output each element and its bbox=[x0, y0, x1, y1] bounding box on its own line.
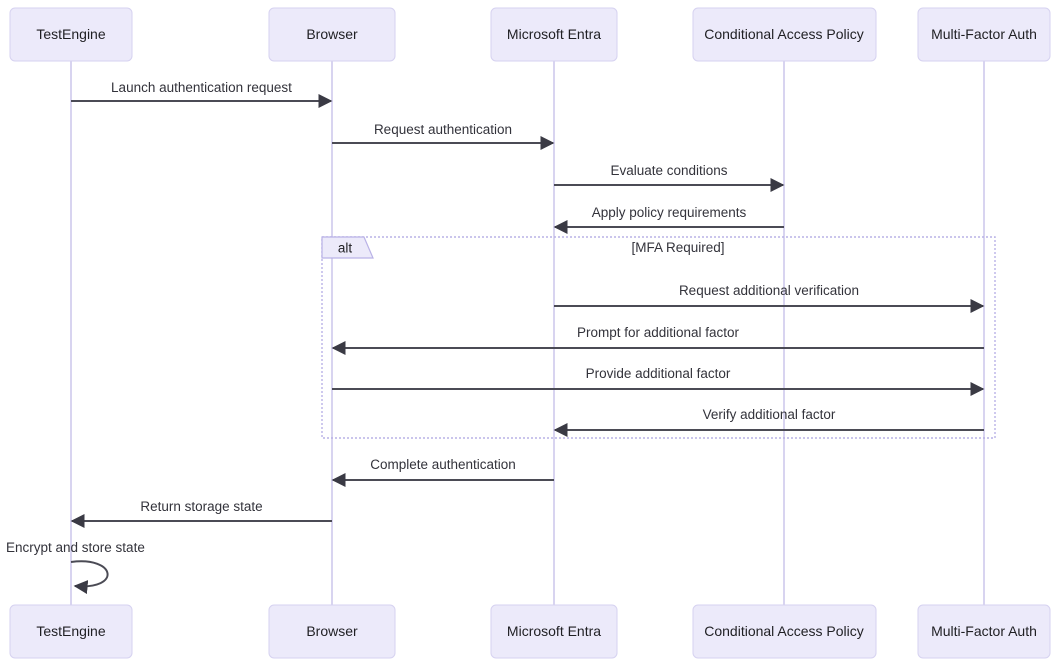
participant-testengine-top[interactable]: TestEngine bbox=[9, 7, 133, 62]
message-label: Evaluate conditions bbox=[610, 163, 727, 178]
participant-box[interactable] bbox=[917, 7, 1051, 62]
actor-boxes-bottom: TestEngine Browser Microsoft Entra Conditio… bbox=[9, 604, 1051, 659]
participant-box[interactable] bbox=[490, 604, 618, 659]
alt-fragment-group: alt [MFA Required] bbox=[321, 236, 996, 439]
alt-fragment-border bbox=[321, 236, 996, 439]
message-label: Return storage state bbox=[140, 499, 262, 514]
message-m6: Prompt for additional factor bbox=[331, 325, 984, 355]
message-m7: Provide additional factor bbox=[332, 366, 985, 396]
message-label: Provide additional factor bbox=[586, 366, 731, 381]
participant-box[interactable] bbox=[692, 7, 877, 62]
participant-box[interactable] bbox=[490, 7, 618, 62]
participant-box[interactable] bbox=[917, 604, 1051, 659]
message-m5: Request additional verification bbox=[554, 283, 985, 313]
message-label: Request authentication bbox=[374, 122, 512, 137]
message-label: Launch authentication request bbox=[111, 80, 292, 95]
message-m1: Launch authentication request bbox=[71, 80, 333, 108]
participant-label: Conditional Access Policy bbox=[704, 26, 864, 42]
participant-box[interactable] bbox=[9, 7, 133, 62]
alt-fragment-condition-label: [MFA Required] bbox=[631, 240, 724, 255]
participant-box[interactable] bbox=[9, 604, 133, 659]
participant-label: Browser bbox=[306, 26, 358, 42]
participant-label: TestEngine bbox=[36, 623, 105, 639]
message-label: Complete authentication bbox=[370, 457, 516, 472]
participant-browser-bottom[interactable]: Browser bbox=[268, 604, 396, 659]
actor-boxes-top: TestEngine Browser Microsoft Entra Conditio… bbox=[9, 7, 1051, 62]
message-label: Verify additional factor bbox=[703, 407, 836, 422]
message-m3: Evaluate conditions bbox=[554, 163, 785, 192]
message-label: Apply policy requirements bbox=[592, 205, 747, 220]
participant-label: Conditional Access Policy bbox=[704, 623, 864, 639]
participant-capolicy-top[interactable]: Conditional Access Policy bbox=[692, 7, 877, 62]
participant-testengine-bottom[interactable]: TestEngine bbox=[9, 604, 133, 659]
self-message-m11: Encrypt and store state bbox=[6, 540, 145, 595]
participant-label: Browser bbox=[306, 623, 358, 639]
participant-box[interactable] bbox=[692, 604, 877, 659]
participant-label: Multi-Factor Auth bbox=[931, 623, 1037, 639]
participant-label: Multi-Factor Auth bbox=[931, 26, 1037, 42]
alt-fragment-tab bbox=[321, 236, 374, 259]
self-message-label: Encrypt and store state bbox=[6, 540, 145, 555]
participant-box[interactable] bbox=[268, 604, 396, 659]
participant-entra-top[interactable]: Microsoft Entra bbox=[490, 7, 618, 62]
participant-browser-top[interactable]: Browser bbox=[268, 7, 396, 62]
participant-entra-bottom[interactable]: Microsoft Entra bbox=[490, 604, 618, 659]
message-m9: Complete authentication bbox=[331, 457, 554, 487]
participant-label: Microsoft Entra bbox=[507, 623, 601, 639]
message-m2: Request authentication bbox=[332, 122, 555, 150]
participant-mfa-top[interactable]: Multi-Factor Auth bbox=[917, 7, 1051, 62]
message-label: Request additional verification bbox=[679, 283, 859, 298]
participant-mfa-bottom[interactable]: Multi-Factor Auth bbox=[917, 604, 1051, 659]
alt-fragment-tab-label: alt bbox=[338, 241, 353, 256]
participant-capolicy-bottom[interactable]: Conditional Access Policy bbox=[692, 604, 877, 659]
participant-label: TestEngine bbox=[36, 26, 105, 42]
self-message-loop-arrow bbox=[70, 560, 109, 595]
message-m8: Verify additional factor bbox=[553, 407, 984, 437]
participant-box[interactable] bbox=[268, 7, 396, 62]
message-m10: Return storage state bbox=[70, 499, 332, 528]
participant-label: Microsoft Entra bbox=[507, 26, 601, 42]
message-m4: Apply policy requirements bbox=[553, 205, 784, 234]
message-label: Prompt for additional factor bbox=[577, 325, 740, 340]
